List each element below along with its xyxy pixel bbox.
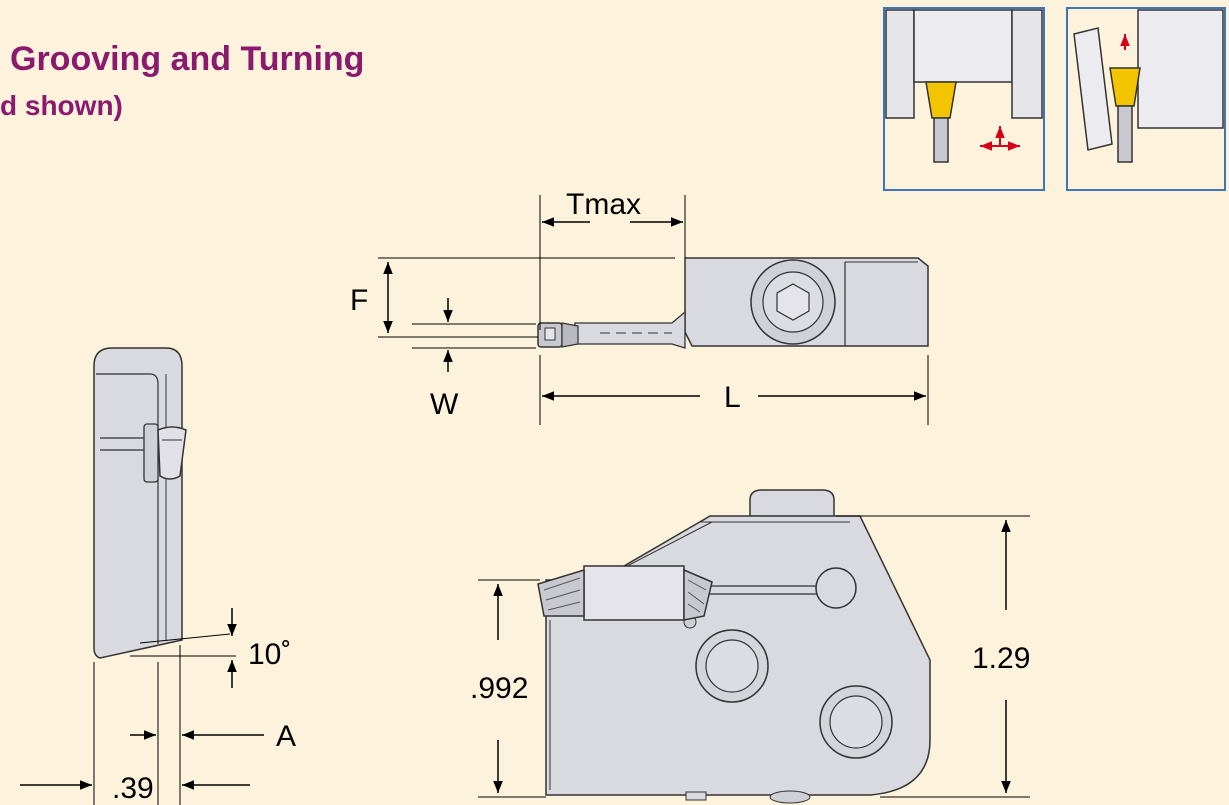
application-icon-turning	[1066, 7, 1226, 191]
dim-992-label: .992	[470, 672, 528, 705]
dim-angle-label: 10˚	[248, 638, 291, 671]
dim-a-label: A	[276, 720, 296, 753]
application-icon-grooving	[883, 7, 1045, 191]
dim-39-label: .39	[112, 772, 154, 805]
side-view	[20, 347, 264, 805]
dim-l-label: L	[724, 381, 741, 414]
dim-w-label: W	[430, 388, 459, 421]
dim-tmax-label: Tmax	[566, 188, 641, 221]
page-subtitle: d shown)	[0, 90, 123, 121]
top-view	[378, 195, 929, 425]
dim-f-label: F	[350, 284, 368, 317]
dim-129-label: 1.29	[972, 642, 1030, 675]
front-view	[478, 489, 1030, 804]
page-title: Grooving and Turning	[10, 40, 365, 78]
